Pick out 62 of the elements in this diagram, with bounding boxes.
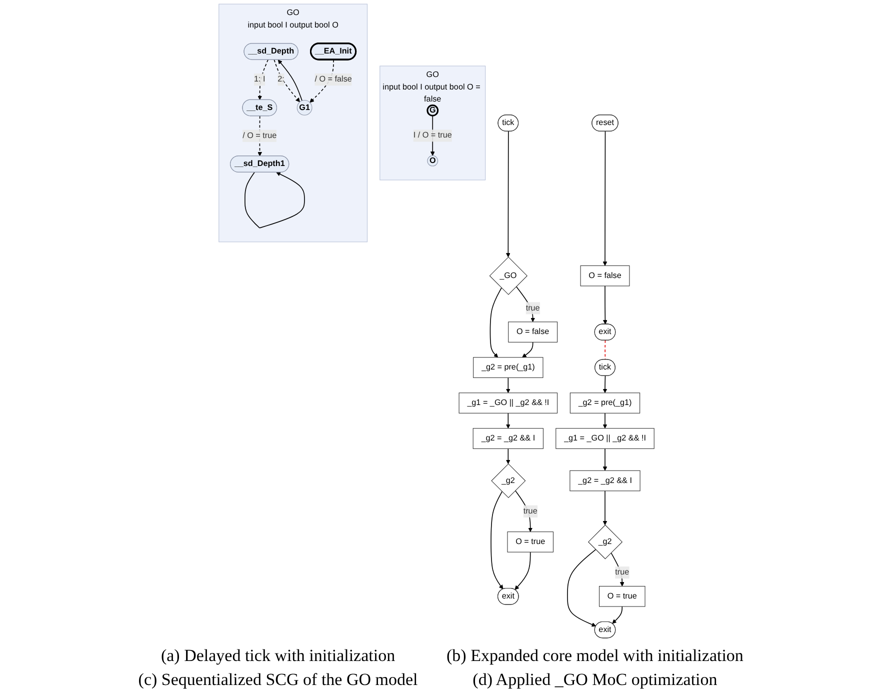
edge-label: 2: (278, 74, 284, 86)
terminal-ellipse: tick (594, 359, 616, 376)
edge-label: true (615, 566, 630, 579)
process-box: _g1 = _GO || _g2 && !I (556, 428, 654, 449)
edge-label: 1: I (254, 74, 266, 86)
arrow (602, 376, 608, 394)
process-box: O = false (508, 322, 558, 342)
figure-caption: (a) Delayed tick with initialization (160, 646, 396, 666)
figure-caption: (d) Applied _GO MoC optimization (472, 670, 718, 690)
edge-label: I / O = true (413, 130, 452, 142)
state-circle: G (426, 104, 439, 116)
arrow (522, 342, 534, 358)
connector-line (604, 340, 606, 360)
edge-label: / O = true (242, 130, 277, 142)
edge-label: true (526, 302, 540, 314)
figure-caption: (c) Sequentialized SCG of the GO model (137, 670, 419, 690)
arrow (602, 412, 608, 429)
edge-label: true (523, 505, 538, 518)
process-box: O = false (580, 265, 630, 286)
process-box: _g2 = _g2 && I (472, 428, 544, 449)
arrow (602, 286, 608, 324)
arrow (516, 286, 536, 322)
terminal-ellipse: exit (594, 621, 616, 638)
arrow (514, 490, 533, 532)
state-circle: O (427, 155, 438, 166)
arrow (506, 377, 510, 394)
process-box: _g2 = _g2 && I (570, 470, 640, 492)
process-box: O = true (507, 532, 554, 552)
arrow (244, 172, 305, 228)
decision-diamond: _GO (489, 256, 528, 295)
arrow (506, 448, 510, 464)
decision-diamond: _g2 (588, 524, 623, 560)
arrow (274, 59, 300, 102)
process-box: O = true (599, 586, 646, 607)
arrow (610, 552, 624, 586)
decision-diamond: _g2 (491, 464, 526, 498)
terminal-ellipse: exit (498, 588, 519, 605)
process-box: _g1 = _GO || _g2 && !I (458, 392, 558, 414)
process-box: _g2 = pre(_g1) (570, 392, 640, 414)
arrow (602, 130, 608, 266)
arrow (567, 549, 596, 627)
state-node: __sd_Depth1 (230, 156, 290, 172)
state-node: __EA_Init (310, 42, 357, 60)
arrow (278, 60, 302, 102)
edge-label: / O = false (314, 74, 352, 86)
state-circle: G1 (296, 100, 312, 116)
terminal-ellipse: reset (592, 114, 618, 132)
arrow (602, 490, 608, 526)
arrow (612, 606, 623, 624)
arrow (514, 552, 531, 590)
arrow (490, 491, 504, 590)
arrow (258, 59, 268, 100)
arrow (506, 130, 510, 258)
process-box: _g2 = pre(_g1) (473, 357, 544, 378)
arrow (490, 287, 502, 358)
state-node: __sd_Depth (244, 43, 298, 60)
state-node: __te_S (242, 99, 277, 116)
figure-caption: (b) Expanded core model with initialization (446, 646, 744, 666)
terminal-ellipse: exit (594, 324, 616, 340)
arrow (506, 412, 510, 429)
terminal-ellipse: tick (498, 114, 519, 132)
arrow (602, 448, 608, 471)
